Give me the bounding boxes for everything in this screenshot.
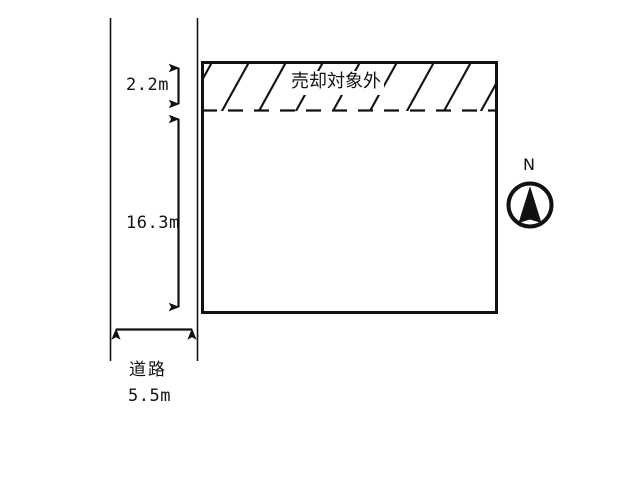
plot-boundary xyxy=(201,61,498,314)
compass-north-icon xyxy=(506,181,554,229)
north-label: N xyxy=(523,155,536,174)
extension-lines xyxy=(109,18,199,361)
excluded-area-label: 売却対象外 xyxy=(288,71,384,95)
dimension-label-sellable-depth: 16.3m xyxy=(126,213,180,233)
dimension-label-excluded-depth: 2.2m xyxy=(126,75,169,95)
road-label: 道路 xyxy=(129,360,167,380)
dimension-label-road-width: 5.5m xyxy=(128,386,171,406)
